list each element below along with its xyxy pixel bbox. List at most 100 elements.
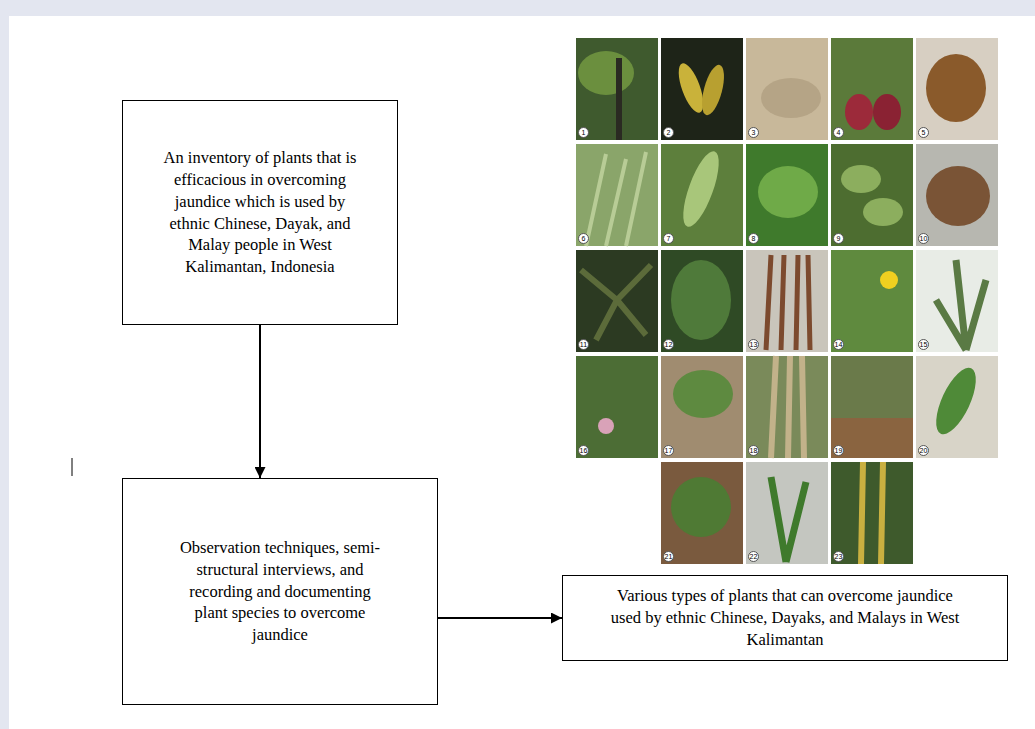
callout-number: 16 bbox=[578, 445, 589, 456]
photo-grass bbox=[586, 152, 646, 246]
plant-photo bbox=[746, 250, 828, 352]
photo-flower bbox=[880, 271, 898, 289]
photo-ground bbox=[661, 250, 743, 352]
photo-ground bbox=[831, 462, 913, 564]
photo-soil bbox=[831, 418, 913, 458]
callout-number: 13 bbox=[748, 339, 759, 350]
photo-fruit bbox=[698, 63, 729, 118]
photo-ground bbox=[746, 38, 828, 140]
callout-number: 3 bbox=[748, 127, 759, 138]
photo-foliage bbox=[671, 260, 731, 340]
photo-ground bbox=[916, 250, 998, 352]
photo-ground bbox=[831, 250, 913, 352]
photo-leaves bbox=[578, 51, 634, 95]
photo-ground bbox=[661, 356, 743, 458]
callout-number: 14 bbox=[833, 339, 844, 350]
photo-ground bbox=[746, 250, 828, 352]
box-text: An inventory of plants that is efficacio… bbox=[159, 147, 361, 278]
photo-ground bbox=[576, 144, 658, 246]
plant-photo bbox=[746, 356, 828, 458]
callout-number: 22 bbox=[748, 551, 759, 562]
box-text: Various types of plants that can overcom… bbox=[603, 585, 967, 650]
plant-photo bbox=[576, 250, 658, 352]
plant-photo bbox=[746, 38, 828, 140]
callout-number: 18 bbox=[748, 445, 759, 456]
plant-photo bbox=[661, 462, 743, 564]
photo-ground bbox=[831, 144, 913, 246]
callout-number: 9 bbox=[833, 233, 844, 244]
frame-band bbox=[0, 0, 1035, 16]
callout-number: 17 bbox=[663, 445, 674, 456]
photo-foliage bbox=[671, 477, 731, 537]
photo-leaf bbox=[841, 165, 881, 193]
plant-photo bbox=[831, 38, 913, 140]
callout-number: 10 bbox=[918, 233, 929, 244]
photo-ground bbox=[576, 38, 658, 140]
photo-ground bbox=[916, 144, 998, 246]
callout-number: 1 bbox=[578, 127, 589, 138]
callout-number: 20 bbox=[918, 445, 929, 456]
plant-photo bbox=[661, 250, 743, 352]
photo-leaves bbox=[936, 260, 986, 350]
box-text: Observation techniques, semi-structural … bbox=[179, 537, 381, 646]
photo-ground bbox=[661, 462, 743, 564]
callout-number: 4 bbox=[833, 127, 844, 138]
callout-number: 2 bbox=[663, 127, 674, 138]
photo-bulb bbox=[845, 94, 873, 130]
photo-ground bbox=[831, 356, 913, 458]
photo-roots bbox=[926, 166, 990, 226]
plant-photo bbox=[831, 356, 913, 458]
plant-photo bbox=[576, 38, 658, 140]
photo-ground bbox=[746, 356, 828, 458]
photo-leaf bbox=[758, 166, 818, 218]
photo-foliage bbox=[673, 370, 733, 418]
photo-ground bbox=[831, 38, 913, 140]
plant-photo bbox=[831, 250, 913, 352]
plant-photo bbox=[916, 38, 998, 140]
plant-photo bbox=[746, 462, 828, 564]
callout-number: 19 bbox=[833, 445, 844, 456]
plant-photo bbox=[831, 462, 913, 564]
photo-leaf bbox=[863, 198, 903, 226]
photo-ground bbox=[746, 144, 828, 246]
photo-stems bbox=[766, 255, 810, 350]
stray-mark bbox=[72, 458, 73, 476]
photo-fronds bbox=[581, 265, 651, 340]
photo-ground bbox=[746, 462, 828, 564]
callout-number: 21 bbox=[663, 551, 674, 562]
callout-number: 6 bbox=[578, 233, 589, 244]
photo-ground bbox=[576, 250, 658, 352]
process-box: Various types of plants that can overcom… bbox=[562, 575, 1008, 661]
photo-ground bbox=[661, 38, 743, 140]
callout-number: 12 bbox=[663, 339, 674, 350]
photo-stalks bbox=[771, 356, 804, 458]
plant-photo bbox=[576, 144, 658, 246]
photo-leaf bbox=[676, 147, 726, 230]
plant-photo bbox=[661, 356, 743, 458]
plant-photo bbox=[916, 356, 998, 458]
photo-bamboo bbox=[861, 462, 883, 564]
callout-number: 23 bbox=[833, 551, 844, 562]
process-box: An inventory of plants that is efficacio… bbox=[122, 100, 398, 325]
photo-rhizome bbox=[926, 54, 986, 122]
photo-sand bbox=[761, 78, 821, 118]
photo-ground bbox=[576, 356, 658, 458]
plant-photo bbox=[916, 144, 998, 246]
plant-photo bbox=[916, 250, 998, 352]
photo-ground bbox=[916, 38, 998, 140]
callout-number: 11 bbox=[578, 339, 589, 350]
callout-number: 7 bbox=[663, 233, 674, 244]
flow-arrow bbox=[259, 325, 261, 478]
callout-number: 15 bbox=[918, 339, 929, 350]
plant-photo bbox=[576, 356, 658, 458]
photo-ground bbox=[661, 144, 743, 246]
callout-number: 5 bbox=[918, 127, 929, 138]
callout-number: 8 bbox=[748, 233, 759, 244]
photo-ground bbox=[916, 356, 998, 458]
plant-photo bbox=[661, 144, 743, 246]
frame-band bbox=[0, 0, 9, 729]
photo-flower bbox=[598, 418, 614, 434]
process-box: Observation techniques, semi-structural … bbox=[122, 478, 438, 705]
